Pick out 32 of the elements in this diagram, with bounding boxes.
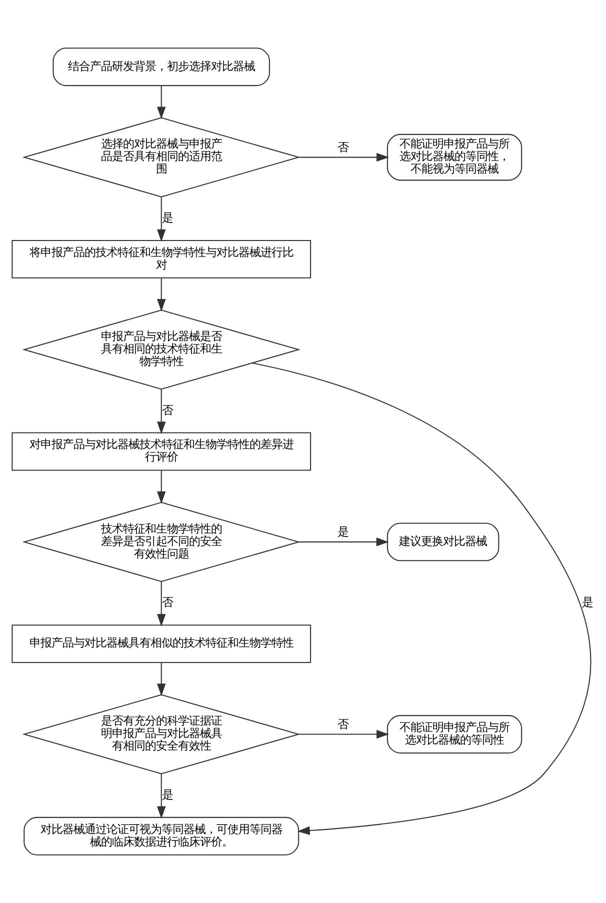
node-box: 不能证明申报产品与所选对比器械的等同性，不能视为等同器械 [386,134,522,181]
edge-label: 否 [162,595,174,610]
node-box: 不能证明申报产品与所选对比器械的等同性 [386,715,522,754]
node-diamond: 技术特征和生物学特性的差异是否引起不同的安全有效性问题 [22,502,300,582]
edge-label: 是 [162,788,174,802]
edge-label: 否 [338,140,349,154]
arrow [252,362,592,835]
edge-label: 否 [162,402,174,417]
arrow [157,662,166,696]
arrow [157,196,166,242]
arrow [157,278,166,312]
node-box: 对申报产品与对比器械技术特征和生物学特性的差异进行评价 [12,432,312,471]
arrow [298,152,390,162]
node-box: 对比器械通过论证可视为等同器械，可使用等同器械的临床数据进行临床评价。 [24,816,300,856]
node-box: 结合产品研发背景，初步选择对比器械 [52,48,270,86]
node-box: 申报产品与对比器械具有相似的技术特征和生物学特性 [12,624,312,664]
node-diamond: 申报产品与对比器械是否具有相同的技术特征和生物学特性 [22,310,300,390]
edge-label: 否 [338,716,349,731]
node-diamond: 是否有充分的科学证据证明申报产品与对比器械具有相同的安全有效性 [22,694,300,774]
edge-label: 是 [338,524,349,538]
arrow [298,538,389,546]
arrow [157,470,166,504]
node-box: 将申报产品的技术特征和生物学特性与对比器械进行比对 [12,240,312,278]
arrow [298,730,390,739]
edge-label: 是 [582,595,594,610]
arrow [157,582,166,626]
node-box: 建议更换对比器械 [386,522,500,562]
arrow [157,774,166,819]
node-diamond: 选择的对比器械与申报产品是否具有相同的适用范围 [22,117,300,198]
edge-label: 是 [162,210,174,225]
arrow [157,86,166,120]
arrow [157,389,166,434]
